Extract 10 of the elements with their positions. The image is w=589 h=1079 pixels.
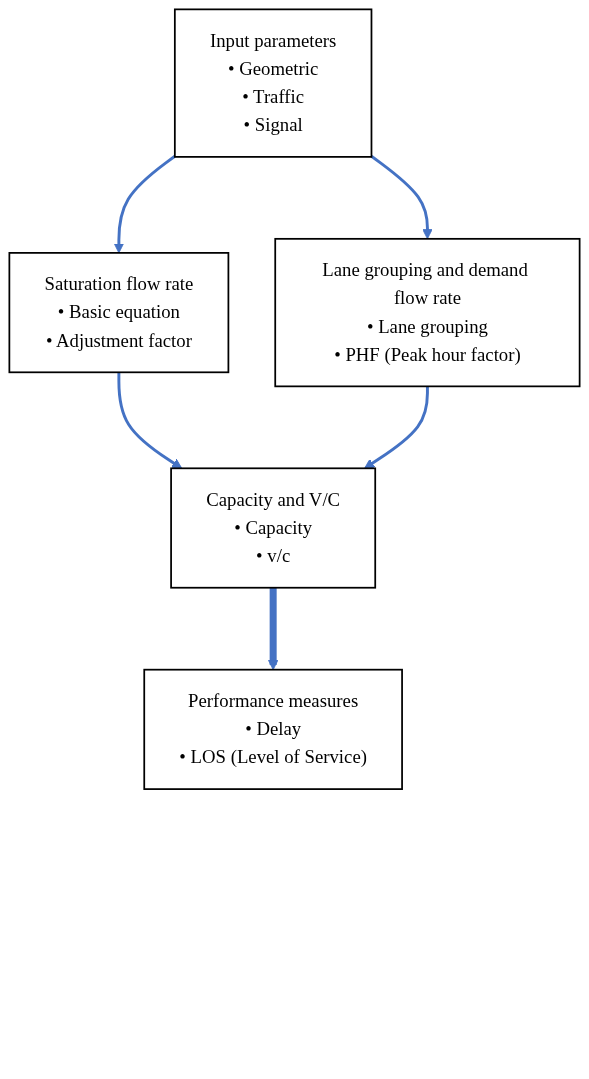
node-box: Saturation flow rate • Basic equation • Adjustment factor [8,252,230,374]
arrow [370,155,433,240]
arrow [268,587,279,671]
node-box: Performance measures • Delay • LOS (Level of Service) [143,668,403,790]
node-box: Lane grouping and demand flow rate • Lane grouping • PHF (Peak hour factor) [274,237,581,388]
arrow [113,155,176,254]
node-box: Input parameters • Geometric • Traffic • Signal [173,8,373,158]
arrow [117,372,183,469]
arrow [364,386,429,469]
node-box: Capacity and V/C • Capacity • v/c [170,467,377,589]
